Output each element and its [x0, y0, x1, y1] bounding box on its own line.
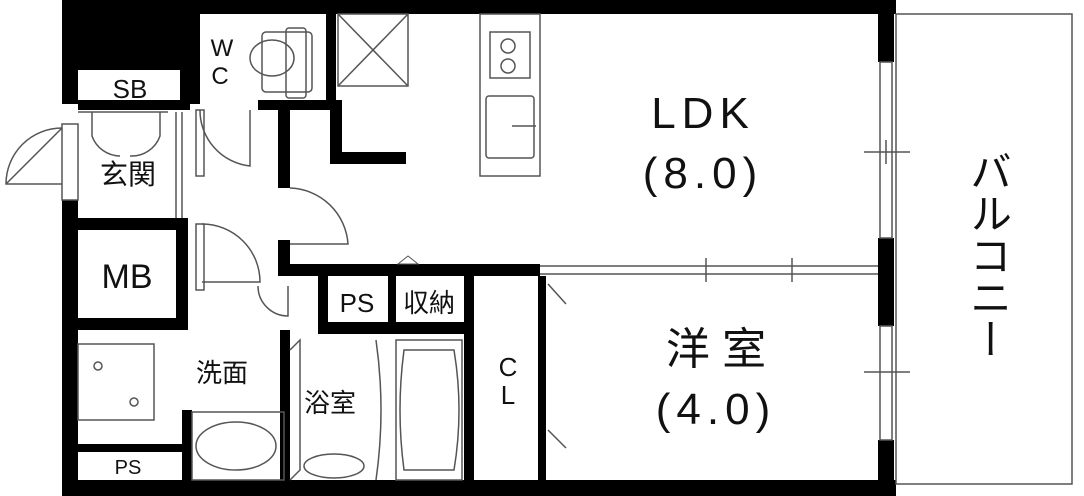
walls — [62, 0, 896, 496]
wc-w-label: W — [211, 35, 234, 62]
sb-label: SB — [113, 74, 148, 104]
ps-bottom-label: PS — [115, 457, 142, 479]
ps-top-label: PS — [340, 288, 375, 318]
yokushitsu-label: 浴室 — [304, 388, 356, 418]
fixtures — [5, 13, 1073, 485]
cl-c-label: C — [499, 352, 518, 382]
wc-c-label: C — [211, 63, 228, 90]
shuno-label: 収納 — [403, 288, 455, 318]
ldk-label: LDK — [651, 89, 755, 138]
cl-l-label: L — [501, 380, 515, 410]
genkan-label: 玄関 — [100, 159, 156, 190]
yoshitsu-label: 洋 室 — [666, 325, 766, 374]
yoshitsu-size: (4.0) — [656, 385, 776, 434]
balcony-label: バルコニー — [965, 150, 1012, 360]
mb-label: MB — [102, 258, 153, 296]
senmen-label: 洗面 — [196, 358, 248, 388]
ldk-size: (8.0) — [643, 149, 763, 198]
marker-icon — [396, 255, 420, 265]
